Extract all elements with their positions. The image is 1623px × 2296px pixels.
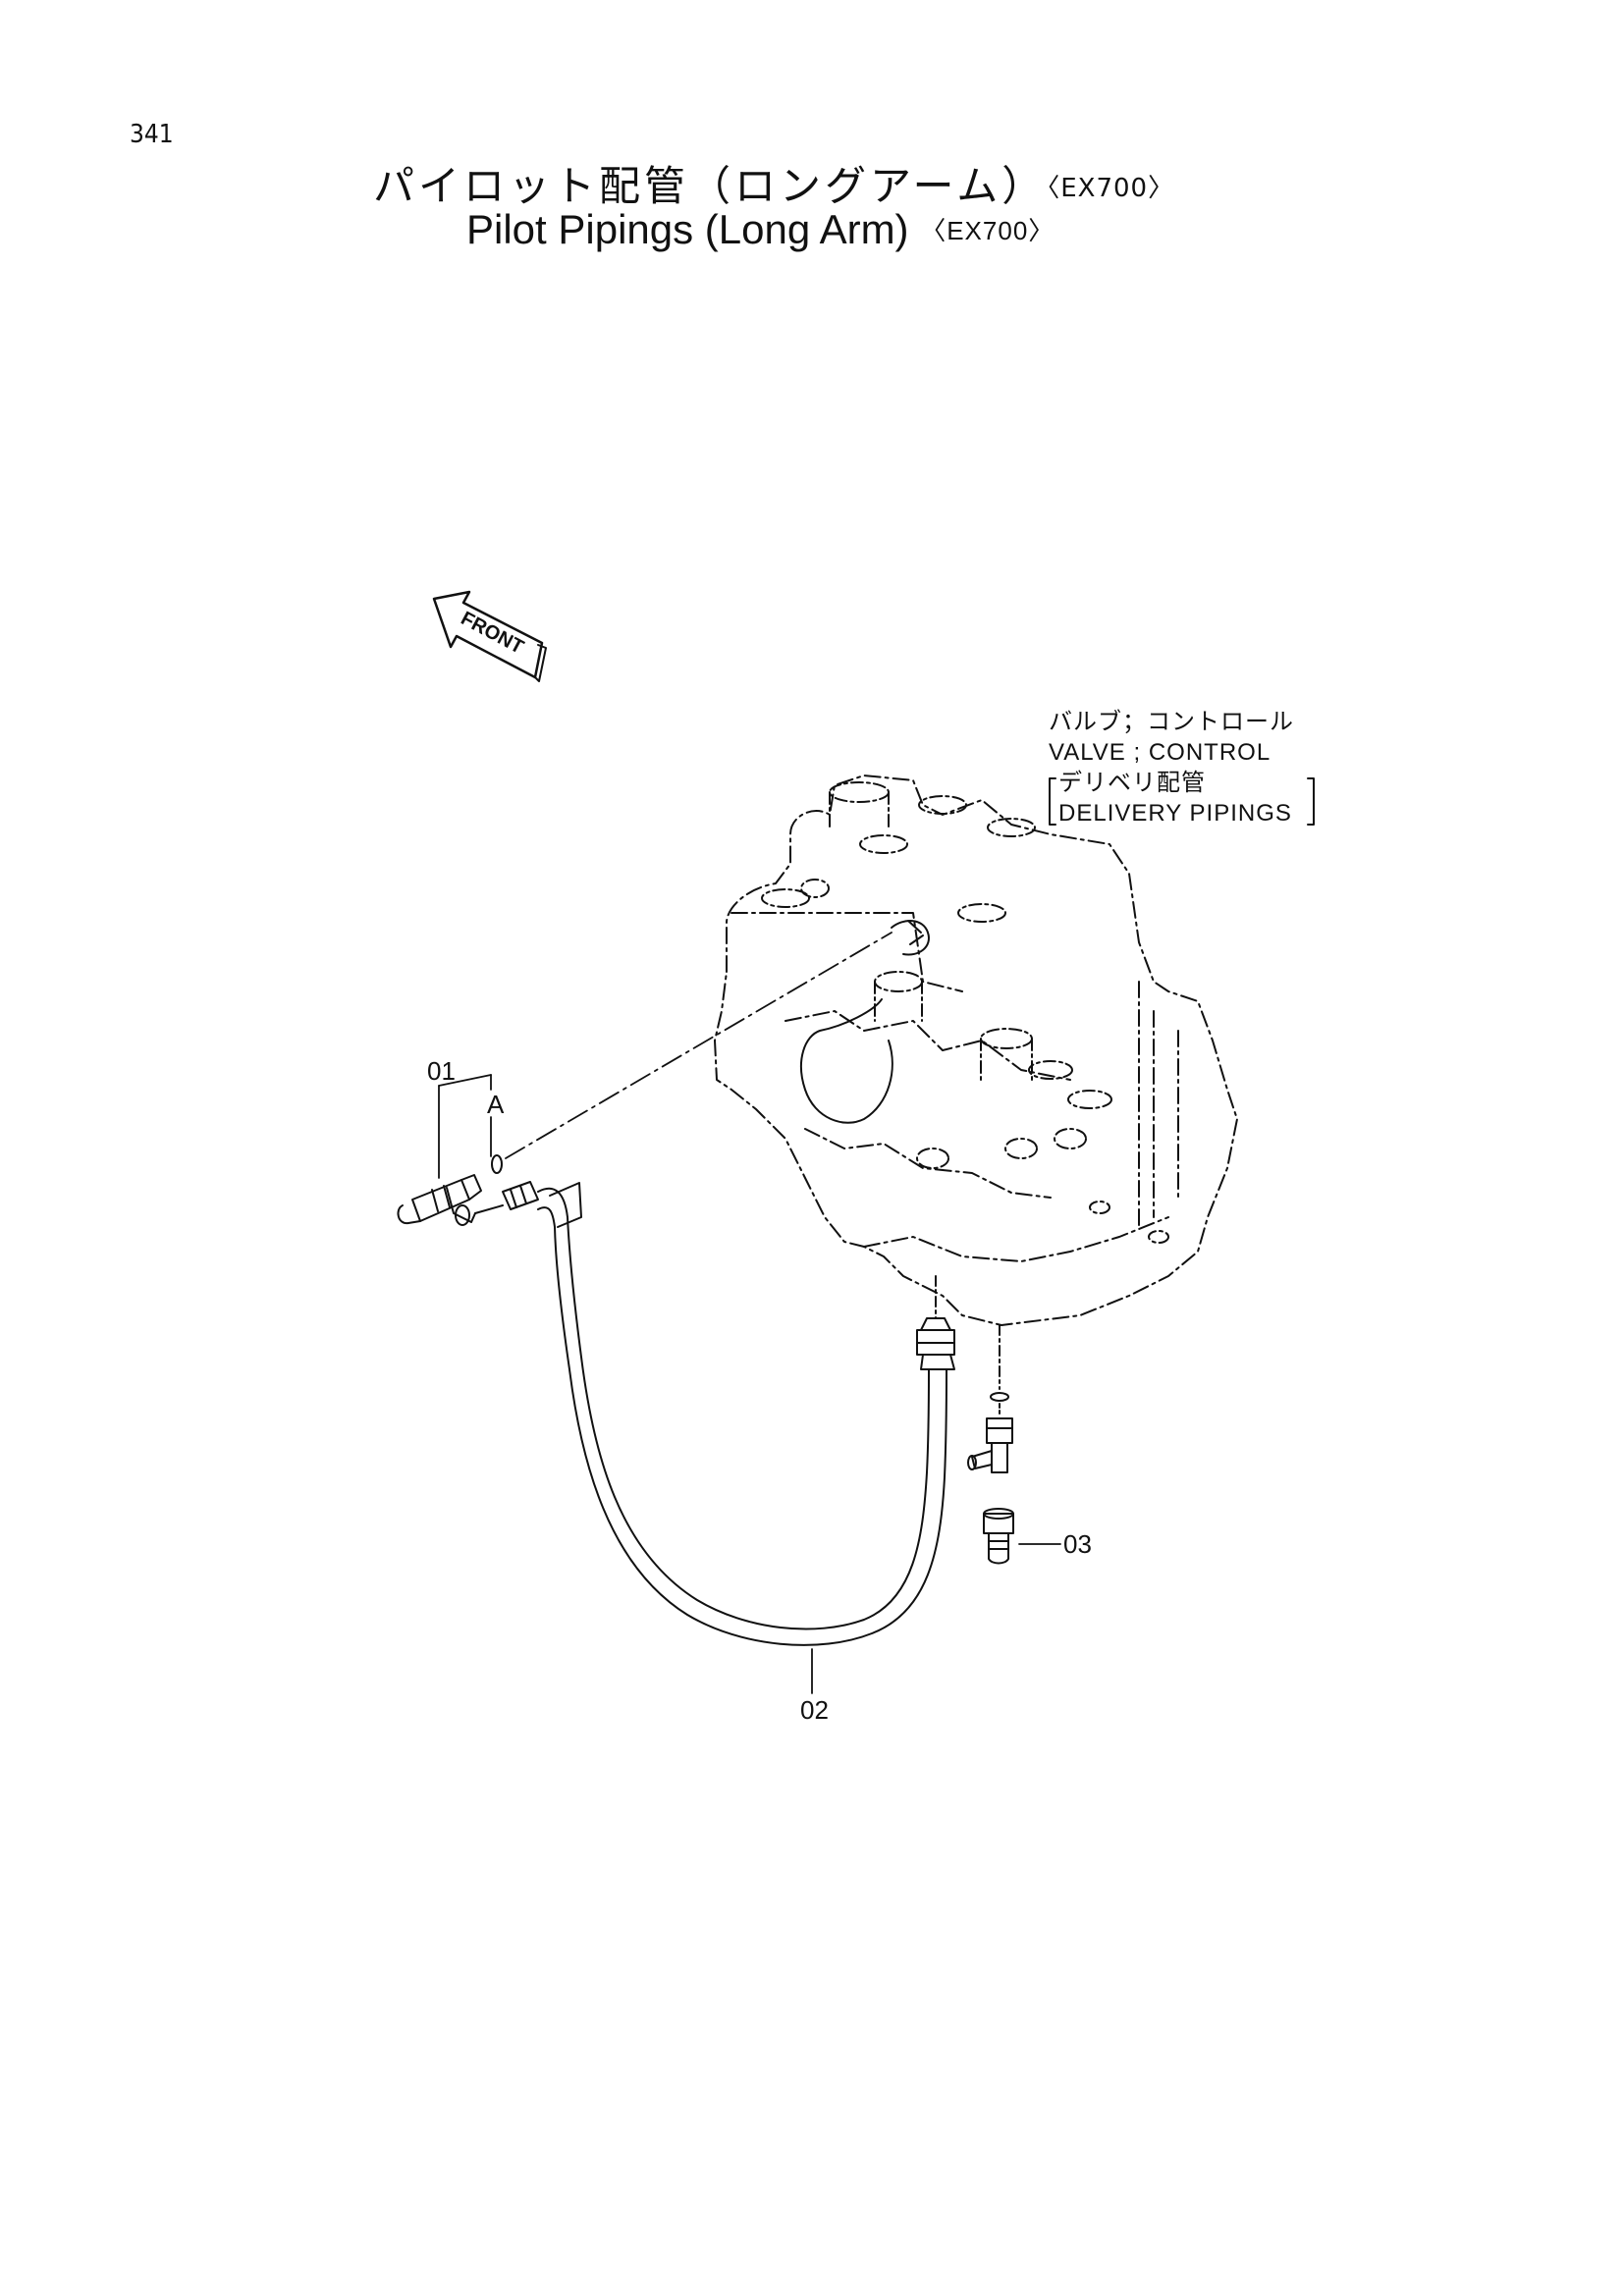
hose-end-nut-icon <box>474 1181 539 1214</box>
front-label: FRONT <box>458 608 527 659</box>
title-english-text: Pilot Pipings (Long Arm) <box>466 206 909 252</box>
pilot-route-line <box>505 932 893 1159</box>
part-label-02: 02 <box>800 1695 829 1725</box>
model-tag-english: 〈EX700〉 <box>920 216 1055 245</box>
part-label-a: A <box>487 1090 505 1119</box>
page-title-english: Pilot Pipings (Long Arm) 〈EX700〉 <box>466 206 1055 253</box>
hose-02-icon <box>537 1182 955 1646</box>
callout-brackets <box>1049 777 1315 826</box>
valve-caps <box>761 781 1169 1244</box>
title-japanese-text: パイロット配管（ロングアーム） <box>373 162 1048 210</box>
adapter-01-icon <box>397 1174 482 1226</box>
front-arrow-icon: FRONT <box>432 590 547 682</box>
callout-line-english: VALVE ; CONTROL <box>1049 739 1271 766</box>
model-tag-japanese: 〈EX700〉 <box>1047 174 1175 203</box>
o-ring-a-icon <box>491 1154 503 1174</box>
valve-ports <box>800 920 930 1124</box>
callout-sub-english: DELIVERY PIPINGS <box>1058 800 1292 827</box>
control-valve-block <box>714 774 1238 1326</box>
page-title-japanese: パイロット配管（ロングアーム）〈EX700〉 <box>373 153 1174 213</box>
plug-03-icon <box>983 1508 1014 1565</box>
page-number: 341 <box>130 120 174 149</box>
tee-fitting-icon <box>967 1324 1013 1473</box>
part-label-01: 01 <box>427 1056 456 1086</box>
callout-sub-japanese: デリベリ配管 <box>1058 770 1206 796</box>
leader-lines <box>438 1074 1061 1694</box>
callout-line-japanese: バルブ；コントロール <box>1049 709 1294 735</box>
valve-control-callout: バルブ；コントロール VALVE ; CONTROL デリベリ配管 DELIVE… <box>1049 707 1294 828</box>
part-label-03: 03 <box>1063 1529 1092 1559</box>
